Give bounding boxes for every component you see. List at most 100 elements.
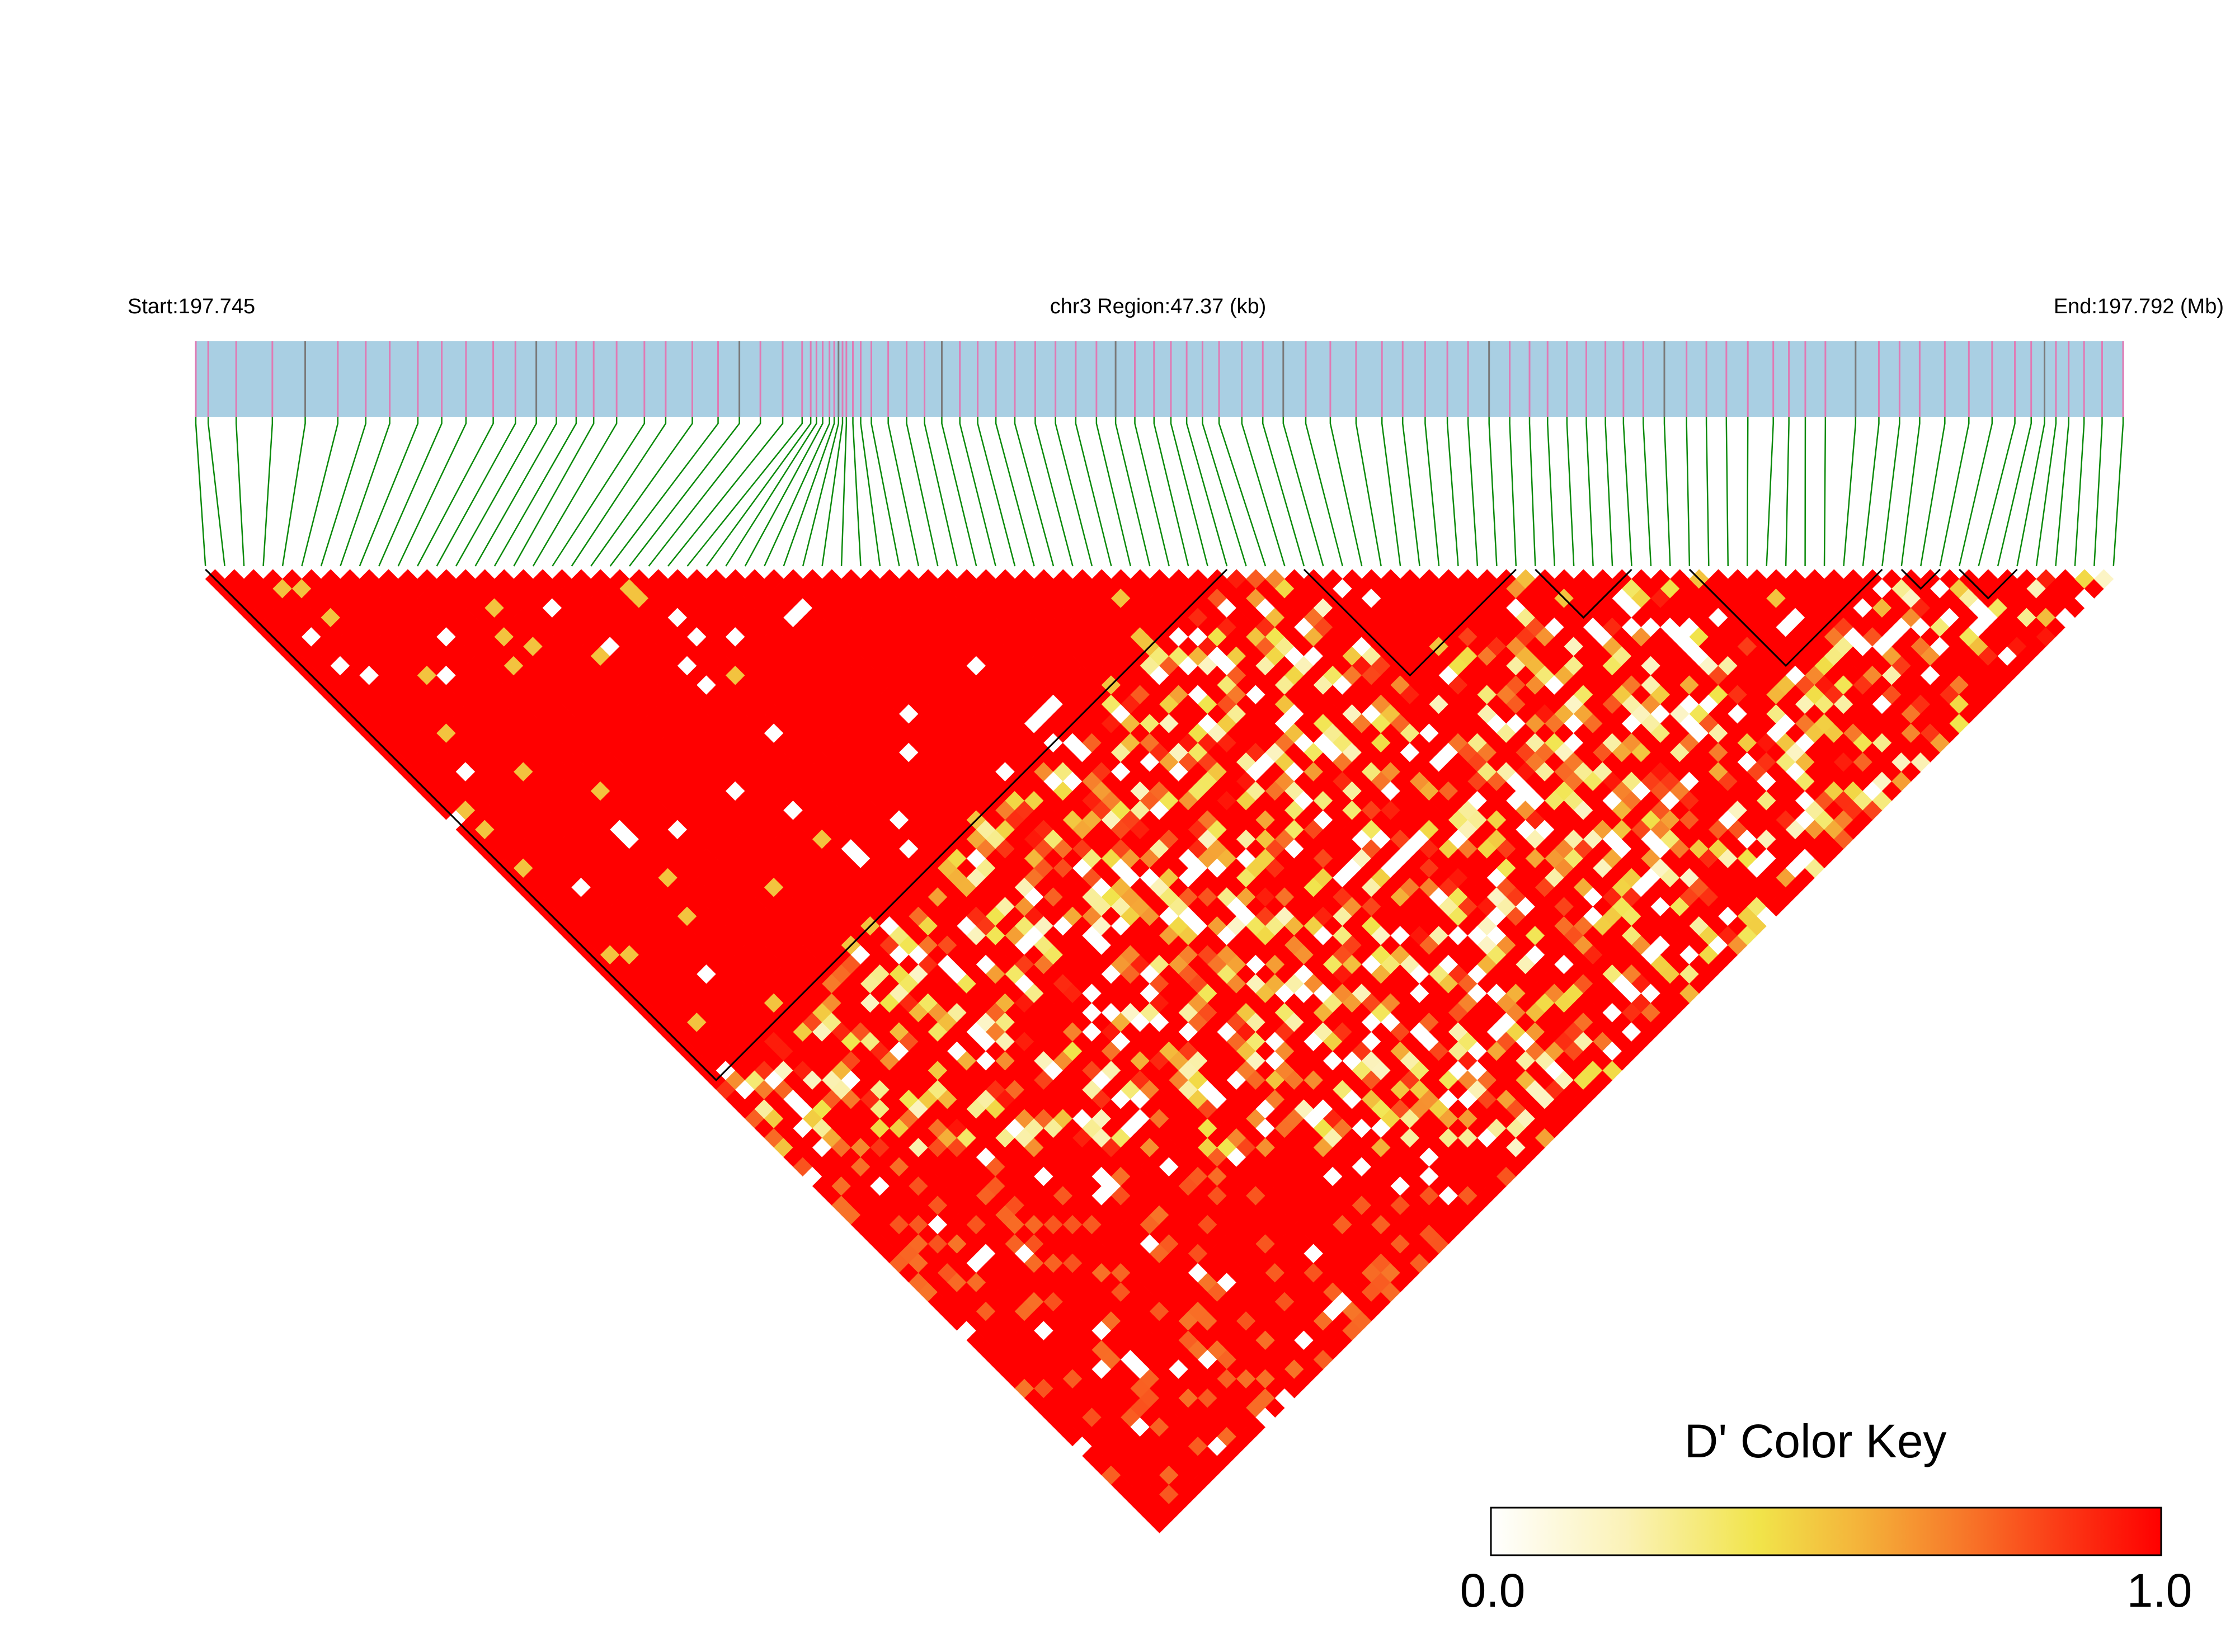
snp-connector <box>860 417 881 567</box>
snp-connector <box>1381 417 1401 567</box>
snp-connector <box>1643 417 1652 567</box>
snp-connector <box>1202 417 1247 567</box>
snp-connector <box>552 417 646 567</box>
snp-connector <box>301 417 339 567</box>
snp-connector <box>1997 417 2032 567</box>
snp-connector <box>1134 417 1170 567</box>
snp-connector <box>2055 417 2069 567</box>
snp-connector <box>1305 417 1343 567</box>
snp-connector <box>1547 417 1555 567</box>
snp-connector <box>802 417 840 567</box>
snp-connector <box>1467 417 1479 567</box>
snp-connector <box>667 417 784 567</box>
snp-connector <box>2016 417 2045 567</box>
snp-connector <box>455 417 537 567</box>
snp-connector <box>1170 417 1208 567</box>
snp-connector <box>590 417 693 567</box>
snp-connector <box>783 417 835 567</box>
snp-connector <box>1766 417 1774 567</box>
snp-connector <box>1014 417 1055 567</box>
snp-connector <box>1218 417 1267 567</box>
snp-connector <box>1355 417 1382 567</box>
snp-connector <box>648 417 761 567</box>
snp-connector <box>2093 417 2103 567</box>
snp-connector <box>1862 417 1880 567</box>
snp-connector <box>1622 417 1632 567</box>
snp-connector <box>195 417 206 567</box>
snp-connector <box>1881 417 1900 567</box>
snp-connector <box>340 417 390 567</box>
snp-connector <box>1920 417 1946 567</box>
snp-connector <box>1958 417 1993 567</box>
snp-connector <box>281 417 306 567</box>
snp-connector <box>1566 417 1575 567</box>
snp-connector <box>1075 417 1112 567</box>
snp-connector <box>378 417 443 567</box>
snp-connector <box>1241 417 1286 567</box>
snp-connector <box>1034 417 1074 567</box>
snp-connector <box>2074 417 2085 567</box>
snp-connector <box>474 417 557 567</box>
snp-connector <box>1153 417 1189 567</box>
snp-connector <box>2035 417 2057 567</box>
snp-connector <box>1900 417 1921 567</box>
snp-connector <box>705 417 812 567</box>
region-start-label: Start:197.745 <box>128 295 255 318</box>
snp-connector <box>1746 417 1749 567</box>
snp-connector <box>1509 417 1517 567</box>
snp-connector <box>764 417 830 567</box>
snp-connector <box>1055 417 1093 567</box>
snp-connector <box>513 417 595 567</box>
snp-connector <box>1585 417 1594 567</box>
snp-connector <box>686 417 803 567</box>
snp-connector <box>1185 417 1228 567</box>
snp-connector <box>493 417 577 567</box>
region-title: chr3 Region:47.37 (kb) <box>1050 295 1267 318</box>
snp-connector <box>887 417 920 567</box>
snp-connector <box>852 417 862 567</box>
snp-connector <box>1401 417 1420 567</box>
snp-connector <box>571 417 667 567</box>
snp-connector <box>959 417 996 567</box>
snp-connector-lines <box>195 417 2124 567</box>
snp-connector <box>821 417 844 567</box>
snp-connector <box>436 417 516 567</box>
snp-connector <box>1686 417 1691 567</box>
snp-connector <box>1095 417 1132 567</box>
snp-connector <box>1282 417 1324 567</box>
snp-connector <box>1262 417 1305 567</box>
snp-connector <box>1488 417 1498 567</box>
snp-connector <box>1424 417 1440 567</box>
snp-connector <box>924 417 958 567</box>
snp-connector <box>262 417 274 567</box>
snp-connector <box>840 417 848 567</box>
snp-connector <box>2112 417 2124 567</box>
snp-connector <box>397 417 467 567</box>
region-bar <box>196 341 2123 417</box>
snp-connector <box>1605 417 1613 567</box>
snp-connector <box>941 417 977 567</box>
snp-position-ticks <box>195 341 2124 417</box>
snp-connector <box>235 417 245 567</box>
snp-connector <box>1114 417 1151 567</box>
snp-connector <box>207 417 225 567</box>
snp-connector <box>1663 417 1671 567</box>
snp-connector <box>359 417 419 567</box>
snp-connector <box>1528 417 1536 567</box>
ld-matrix-cells <box>205 569 2114 1533</box>
snp-connector <box>1725 417 1729 567</box>
snp-connector <box>995 417 1035 567</box>
snp-connector <box>1823 417 1827 567</box>
snp-connector <box>1939 417 1970 567</box>
snp-connector <box>629 417 740 567</box>
snp-connector <box>1843 417 1857 567</box>
snp-connector <box>417 417 494 567</box>
snp-connector <box>906 417 939 567</box>
snp-connector <box>871 417 900 567</box>
snp-connector <box>1978 417 2016 567</box>
snp-connector <box>1705 417 1710 567</box>
snp-connector <box>320 417 367 567</box>
region-end-label: End:197.792 (Mb) <box>2054 295 2224 318</box>
snp-connector <box>1785 417 1790 567</box>
